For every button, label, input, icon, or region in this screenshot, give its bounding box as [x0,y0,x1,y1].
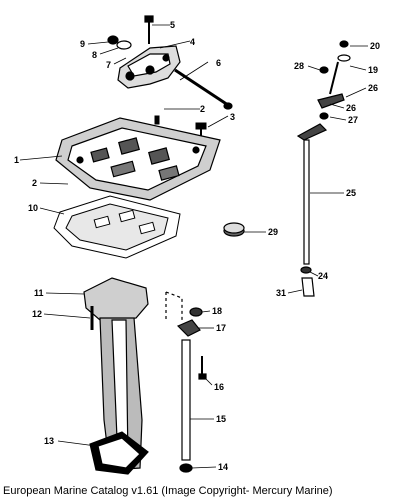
callout-4: 4 [190,37,195,47]
driveshaft-housing [83,277,149,471]
callout-11: 11 [34,288,44,298]
callout-15: 15 [216,414,226,424]
adapter-plate [55,117,221,201]
callout-12: 12 [32,309,42,319]
callout-6: 6 [216,58,221,68]
callout-24: 24 [318,271,328,281]
callout-1: 1 [14,155,19,165]
callout-2: 2 [200,104,205,114]
exploded-parts-diagram: 1 2 2 3 4 5 6 7 8 9 10 11 12 13 14 15 16… [14,15,380,475]
grommet [223,222,245,237]
callout-31: 31 [276,288,286,298]
callout-28: 28 [294,61,304,71]
callout-19: 19 [368,65,378,75]
leader-lines [19,24,368,469]
callout-17: 17 [216,323,226,333]
callout-27: 27 [348,115,358,125]
callout-5: 5 [170,20,175,30]
shift-rod-assembly [296,40,351,297]
callout-29: 29 [268,227,278,237]
callout-25: 25 [346,188,356,198]
callout-14: 14 [218,462,228,472]
callout-labels: 1 2 2 3 4 5 6 7 8 9 10 11 12 13 14 15 16… [14,20,380,472]
image-caption: European Marine Catalog v1.61 (Image Cop… [3,485,333,497]
callout-9: 9 [80,39,85,49]
callout-18: 18 [212,306,222,316]
callout-2: 2 [32,178,37,188]
bracket-assembly [107,15,233,110]
callout-16: 16 [214,382,224,392]
callout-13: 13 [44,436,54,446]
callout-7: 7 [106,60,111,70]
callout-26: 26 [346,103,356,113]
gasket [53,195,181,259]
callout-20: 20 [370,41,380,51]
callout-26: 26 [368,83,378,93]
callout-8: 8 [92,50,97,60]
water-tube-assembly [165,291,207,473]
callout-3: 3 [230,112,235,122]
callout-10: 10 [28,203,38,213]
cover-plate [89,431,149,475]
